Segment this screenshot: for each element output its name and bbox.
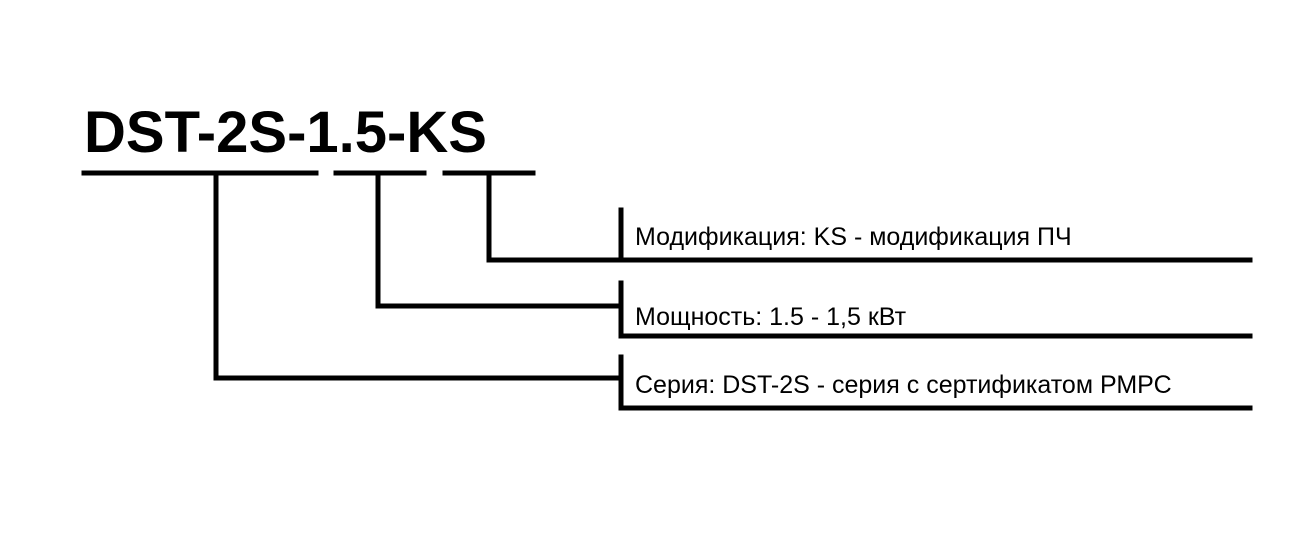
connector-power [375, 170, 624, 309]
model-code-separator-1: - [287, 100, 306, 165]
connector-series [213, 170, 624, 381]
connector-modification [486, 170, 1253, 263]
model-code-series: DST-2S [84, 100, 287, 165]
label-bracket-power [618, 280, 1253, 339]
model-code-separator-2: - [387, 100, 406, 165]
model-code-power: 1.5 [306, 100, 387, 165]
model-code-modification: KS [406, 100, 487, 165]
label-series: Серия: DST-2S - серия с сертификатом РМР… [635, 371, 1172, 399]
model-code: DST-2S-1.5-KS [84, 100, 487, 165]
label-bracket-series [618, 354, 1253, 411]
label-power: Мощность: 1.5 - 1,5 кВт [635, 303, 907, 331]
label-modification: Модификация: KS - модификация ПЧ [635, 223, 1072, 251]
